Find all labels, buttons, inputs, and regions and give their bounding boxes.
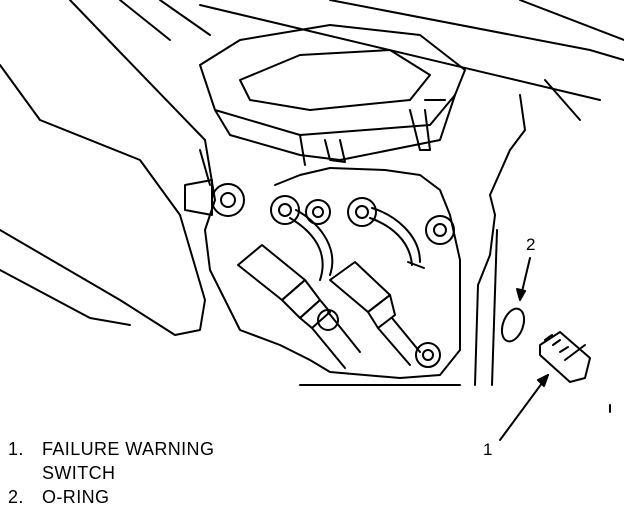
legend-item-1: 1. FAILURE WARNING SWITCH [8,437,214,485]
body-panel-lines [0,0,624,386]
legend-number: 2. [8,487,24,507]
warning-switch-left [237,244,361,369]
brake-lines [289,207,425,281]
o-ring [500,307,526,343]
legend-label: O-RING [42,487,110,507]
legend-item-2: 2. O-RING [8,485,214,509]
cylinder-body [199,139,461,379]
callout-number-1: 1 [483,440,493,459]
fluid-reservoir [199,24,466,166]
parts-legend: 1. FAILURE WARNING SWITCH 2. O-RING [8,437,214,509]
brake-line-fittings [184,179,455,368]
legend-label-continued: SWITCH [42,463,116,483]
callout-arrow-2 [516,257,531,301]
callout-arrow-1 [499,374,549,441]
legend-label: FAILURE WARNING [42,439,215,459]
warning-switch-right [329,261,421,366]
callout-number-2: 2 [526,235,536,254]
legend-number: 1. [8,439,24,459]
threaded-fitting [539,331,591,383]
